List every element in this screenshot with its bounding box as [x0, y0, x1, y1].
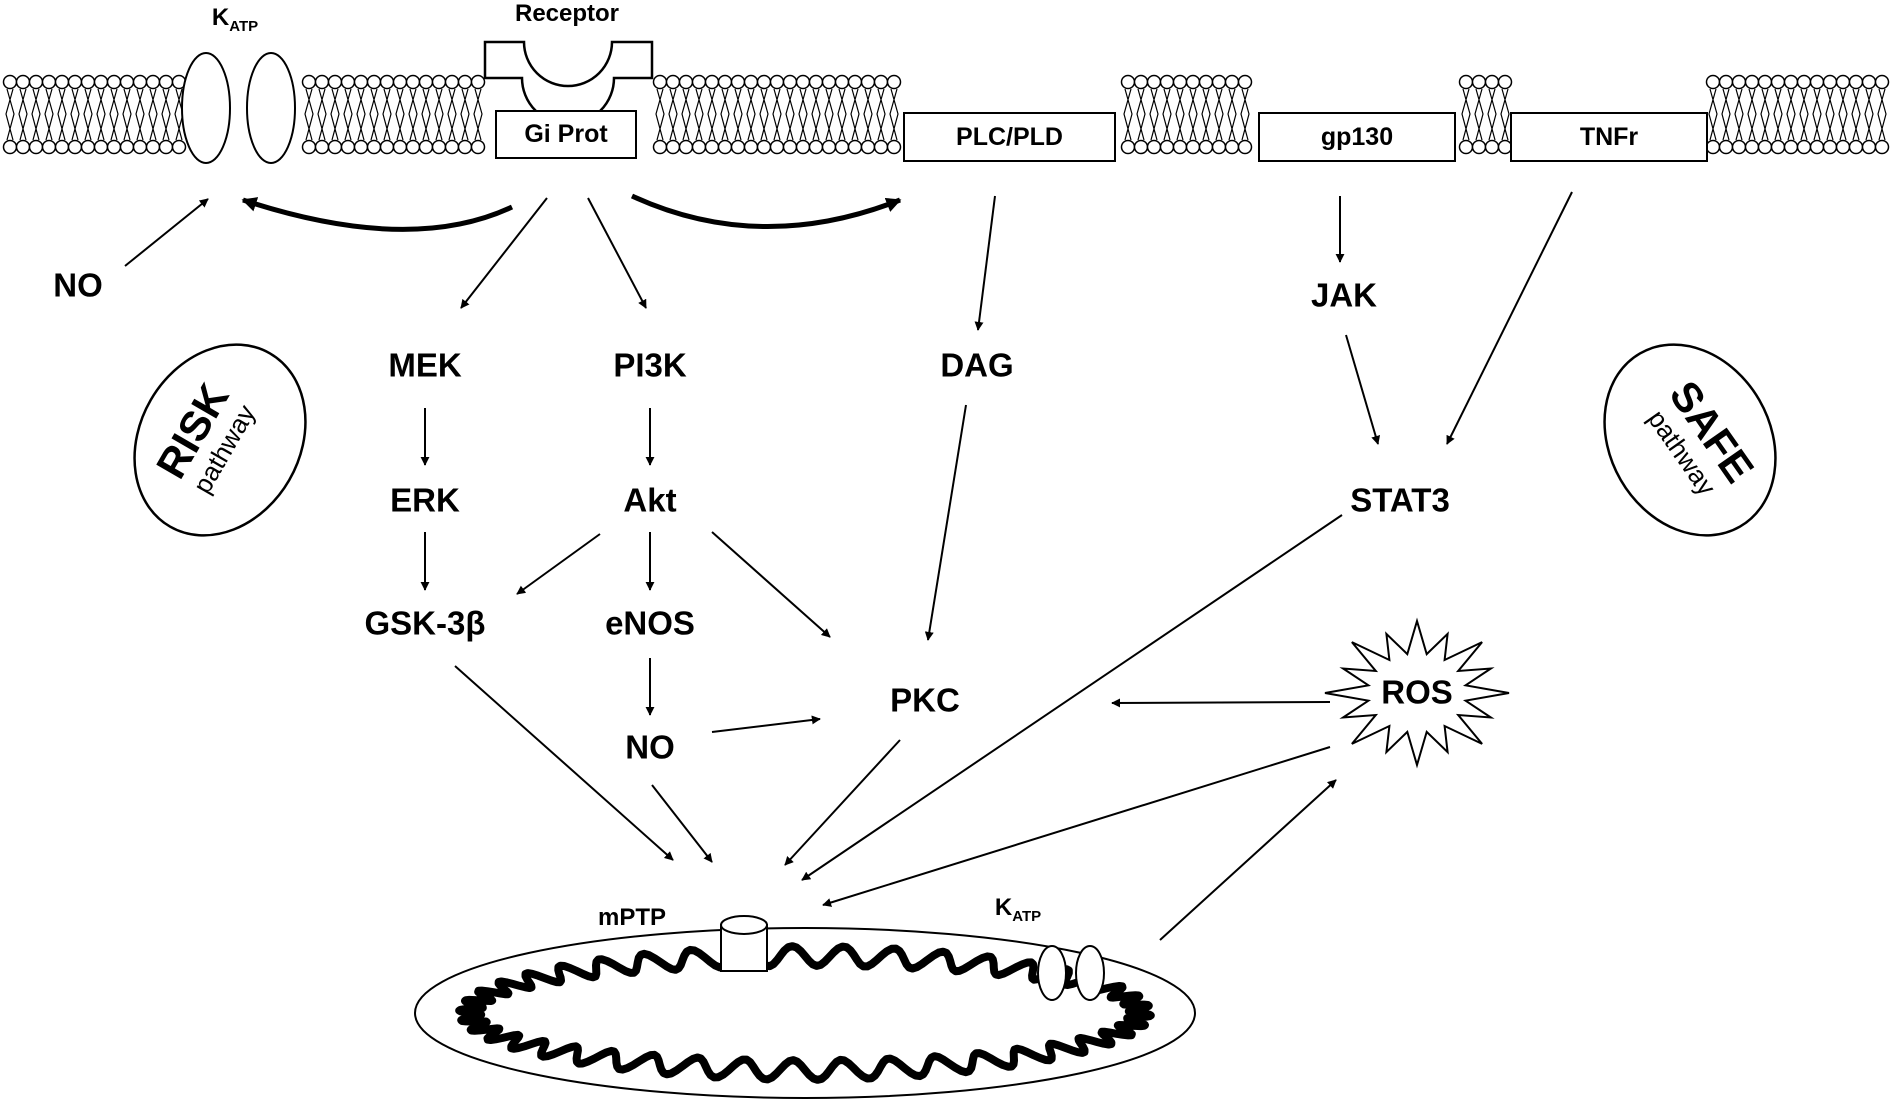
katp-mito-label: KATP — [994, 894, 1042, 925]
node-no-top: NO — [53, 266, 103, 304]
node-pkc: PKC — [890, 681, 960, 719]
arrow-katp-to-ros — [1159, 779, 1337, 941]
katp-channel-mitochondrial — [1037, 945, 1105, 1001]
node-stat3: STAT3 — [1350, 481, 1450, 519]
arrow-gi-to-pi3k — [587, 197, 647, 309]
plc-pld-box: PLC/PLD — [903, 112, 1116, 162]
arrow-ros-to-pkc — [1111, 698, 1331, 708]
node-mek: MEK — [388, 346, 462, 384]
node-enos: eNOS — [605, 604, 695, 642]
arrow-gi-to-mek — [460, 197, 548, 309]
arrows — [124, 191, 1573, 941]
katp-channel-membrane — [181, 52, 296, 164]
arrow-gi-to-plc — [630, 193, 902, 230]
receptor-label: Receptor — [514, 0, 620, 27]
node-pi3k: PI3K — [613, 346, 687, 384]
arrow-no-to-pkc — [711, 715, 821, 733]
plc-pld-label: PLC/PLD — [956, 122, 1063, 151]
gi-protein-box: Gi Prot — [495, 110, 637, 159]
arrow-ros-to-mptp — [822, 746, 1331, 907]
arrow-pkc-to-mptp — [784, 739, 901, 866]
node-jak: JAK — [1310, 276, 1378, 314]
gp130-label: gp130 — [1320, 122, 1394, 151]
arrow-gi-to-katp — [241, 197, 514, 232]
node-no-mid: NO — [625, 728, 675, 766]
gp130-box: gp130 — [1258, 112, 1456, 162]
gi-protein-label: Gi Prot — [524, 120, 608, 148]
tnfr-label: TNFr — [1579, 122, 1639, 151]
arrow-no-to-mptp — [651, 784, 713, 863]
arrow-gsk-to-mptp — [454, 665, 674, 861]
mitochondrion-outer-membrane — [414, 927, 1196, 1099]
arrow-dag-to-pkc — [924, 404, 967, 641]
node-akt: Akt — [623, 481, 677, 519]
arrow-jak-to-stat3 — [1345, 334, 1381, 445]
mptp-label: mPTP — [597, 904, 667, 931]
mitochondrion-cristae — [455, 942, 1155, 1084]
node-gsk3b: GSK-3β — [364, 604, 486, 642]
safe-pathway-oval — [1603, 343, 1777, 537]
arrow-akt-to-gsk — [516, 533, 601, 595]
katp-membrane-label: KATP — [211, 4, 259, 35]
arrow-akt-to-pkc — [711, 531, 831, 638]
risk-pathway-oval — [133, 343, 307, 537]
arrow-tnfr-to-stat3 — [1446, 191, 1573, 445]
arrow-no-to-katp — [124, 198, 209, 267]
cell-membrane — [2, 74, 1890, 155]
ros-starburst — [1324, 617, 1510, 769]
node-erk: ERK — [390, 481, 460, 519]
tnfr-box: TNFr — [1510, 112, 1708, 162]
arrow-plc-to-dag — [974, 195, 996, 331]
node-ros: ROS — [1381, 673, 1453, 711]
mptp-pore — [720, 915, 768, 972]
node-dag: DAG — [940, 346, 1014, 384]
arrow-stat3-to-mptp — [801, 514, 1343, 881]
